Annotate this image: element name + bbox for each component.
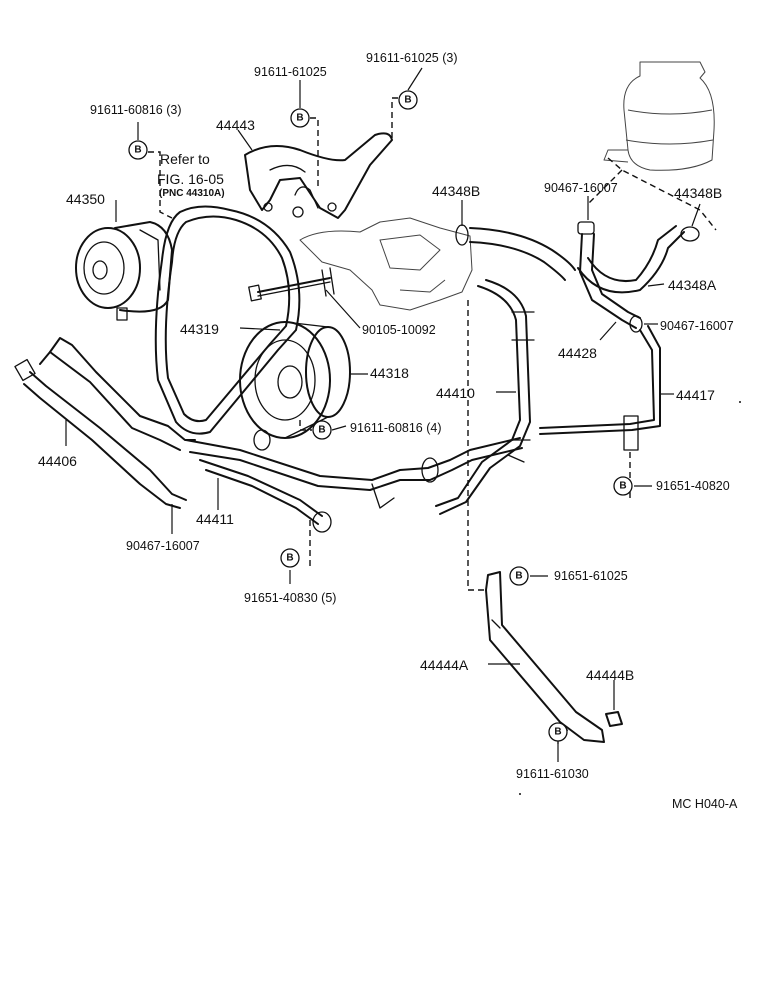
svg-text:B: B (404, 95, 411, 106)
label-91651-40830-5: 91651-40830 (5) (244, 591, 336, 605)
label-44319: 44319 (180, 321, 219, 337)
bolt-marker-91611-61025-3: B (398, 90, 418, 110)
label-91651-40820: 91651-40820 (656, 479, 730, 493)
label-44444a: 44444A (420, 657, 469, 673)
label-44350: 44350 (66, 191, 105, 207)
hose-44348a (577, 221, 700, 294)
label-91651-61025: 91651-61025 (554, 569, 628, 583)
pipe-44411 (185, 429, 523, 533)
label-44318: 44318 (370, 365, 409, 381)
drive-belt-44319 (154, 205, 301, 435)
label-91611-61025-3: 91611-61025 (3) (366, 51, 458, 65)
svg-text:B: B (515, 571, 522, 582)
label-90467-16007-bottom: 90467-16007 (126, 539, 200, 553)
svg-text:B: B (554, 727, 561, 738)
label-90467-16007-mid: 90467-16007 (660, 319, 734, 333)
bolt-marker-91651-40830-5: B (280, 548, 300, 568)
svg-text:B: B (296, 113, 303, 124)
label-90467-16007-top: 90467-16007 (544, 181, 618, 195)
label-44428: 44428 (558, 345, 597, 361)
pipe-44428 (579, 233, 643, 333)
bolt-marker-91611-61025: B (290, 108, 310, 128)
bolt-marker-91611-60816-4: B (312, 420, 332, 440)
bolt-marker-91651-40820: B (613, 476, 633, 496)
label-91611-61030: 91611-61030 (516, 767, 589, 781)
svg-text:B: B (318, 425, 325, 436)
label-44443: 44443 (216, 117, 255, 133)
hose-44410 (435, 279, 535, 515)
bracket-44444a (485, 571, 605, 743)
bracket-44443 (244, 132, 393, 219)
label-44444b: 44444B (586, 667, 634, 683)
svg-text:B: B (619, 481, 626, 492)
label-91611-60816-3: 91611-60816 (3) (90, 103, 182, 117)
label-91611-60816-4: 91611-60816 (4) (350, 421, 442, 435)
bolt-marker-91611-60816-3: B (128, 140, 148, 160)
label-fig-ref: FIG. 16-05 (157, 171, 224, 187)
bolt-marker-91651-61025: B (509, 566, 529, 586)
leader-lines (65, 67, 701, 762)
svg-text:B: B (134, 145, 141, 156)
label-44411: 44411 (196, 511, 234, 527)
clip-44444b (605, 711, 623, 727)
drawing-code: MC H040-A (672, 797, 738, 811)
label-44417: 44417 (676, 387, 715, 403)
label-44406: 44406 (38, 453, 77, 469)
label-91611-61025: 91611-61025 (254, 65, 327, 79)
bolt-90105-10092 (248, 267, 335, 302)
label-44348b-top: 44348B (432, 183, 480, 199)
print-specks (519, 401, 741, 795)
reservoir-tank (603, 61, 715, 171)
pulley-44318 (239, 321, 351, 439)
label-refer-to: Refer to (160, 151, 210, 167)
hose-44348b-top (455, 224, 576, 281)
label-44348a: 44348A (668, 277, 717, 293)
label-90105-10092: 90105-10092 (362, 323, 436, 337)
steering-gear-housing (299, 217, 473, 311)
label-pnc-ref: (PNC 44310A) (159, 188, 225, 199)
hose-44406 (14, 337, 196, 509)
svg-text:B: B (286, 553, 293, 564)
pipe-44417 (539, 325, 661, 451)
label-44410: 44410 (436, 385, 475, 401)
label-44348b-right: 44348B (674, 185, 722, 201)
bolt-marker-91611-61030: B (548, 722, 568, 742)
dashed-reference-lines (138, 97, 717, 744)
